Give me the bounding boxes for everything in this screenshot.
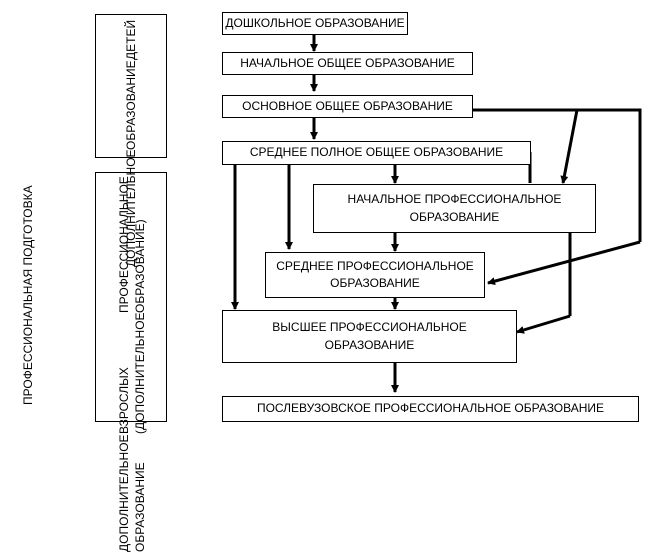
secondary-full-general-education-box: СРЕДНЕЕ ПОЛНОЕ ОБЩЕЕ ОБРАЗОВАНИЕ <box>222 141 531 165</box>
primary-general-education-box: НАЧАЛЬНОЕ ОБЩЕЕ ОБРАЗОВАНИЕ <box>222 52 473 75</box>
secondary-professional-line-2: ОБРАЗОВАНИЕ <box>330 276 420 290</box>
line-basic-right <box>472 108 642 242</box>
primary-professional-line-1: НАЧАЛЬНОЕ ПРОФЕССИОНАЛЬНОЕ <box>347 192 562 207</box>
primary-professional-line-2: ОБРАЗОВАНИЕ <box>409 209 500 224</box>
preschool-education-label: ДОШКОЛЬНОЕ ОБРАЗОВАНИЕ <box>225 15 405 30</box>
secondary-full-general-education-label: СРЕДНЕЕ ПОЛНОЕ ОБЩЕЕ ОБРАЗОВАНИЕ <box>249 145 504 160</box>
primary-general-education-label: НАЧАЛЬНОЕ ОБЩЕЕ ОБРАЗОВАНИЕ <box>240 55 455 70</box>
arrow-right-to-higher <box>516 314 571 334</box>
children-additional-education-box <box>95 14 167 158</box>
basic-general-education-box: ОСНОВНОЕ ОБЩЕЕ ОБРАЗОВАНИЕ <box>222 95 473 118</box>
postgraduate-education-label: ПОСЛЕВУЗОВСКОЕ ПРОФЕССИОНАЛЬНОЕ ОБРАЗОВА… <box>256 401 605 416</box>
secondary-professional-line-1: СРЕДНЕЕ ПРОФЕССИОНАЛЬНОЕ <box>276 258 474 273</box>
basic-general-education-label: ОСНОВНОЕ ОБЩЕЕ ОБРАЗОВАНИЕ <box>242 98 453 113</box>
higher-professional-line-1: ВЫСШЕЕ ПРОФЕССИОНАЛЬНОЕ <box>272 320 467 335</box>
higher-professional-education-box: ВЫСШЕЕ ПРОФЕССИОНАЛЬНОЕ ОБРАЗОВАНИЕ <box>222 310 517 363</box>
secondary-professional-education-box: СРЕДНЕЕ ПРОФЕССИОНАЛЬНОЕ ОБРАЗОВАНИЕ <box>265 252 485 298</box>
connector-lines <box>231 34 642 393</box>
higher-professional-line-2: ОБРАЗОВАНИЕ <box>324 337 415 352</box>
arrow-basic-to-primary-prof-diagonal <box>560 109 579 184</box>
adults-additional-line-1: ДОПОЛНИТЕЛЬНОЕ ОБРАЗОВАНИЕ <box>116 434 147 552</box>
adults-additional-education-box <box>95 172 167 422</box>
primary-professional-education-box: НАЧАЛЬНОЕ ПРОФЕССИОНАЛЬНОЕ ОБРАЗОВАНИЕ <box>313 184 596 233</box>
arrow-basic-to-secondary-prof <box>487 240 641 286</box>
postgraduate-education-box: ПОСЛЕВУЗОВСКОЕ ПРОФЕССИОНАЛЬНОЕ ОБРАЗОВА… <box>222 396 639 422</box>
preschool-education-box: ДОШКОЛЬНОЕ ОБРАЗОВАНИЕ <box>222 12 408 35</box>
